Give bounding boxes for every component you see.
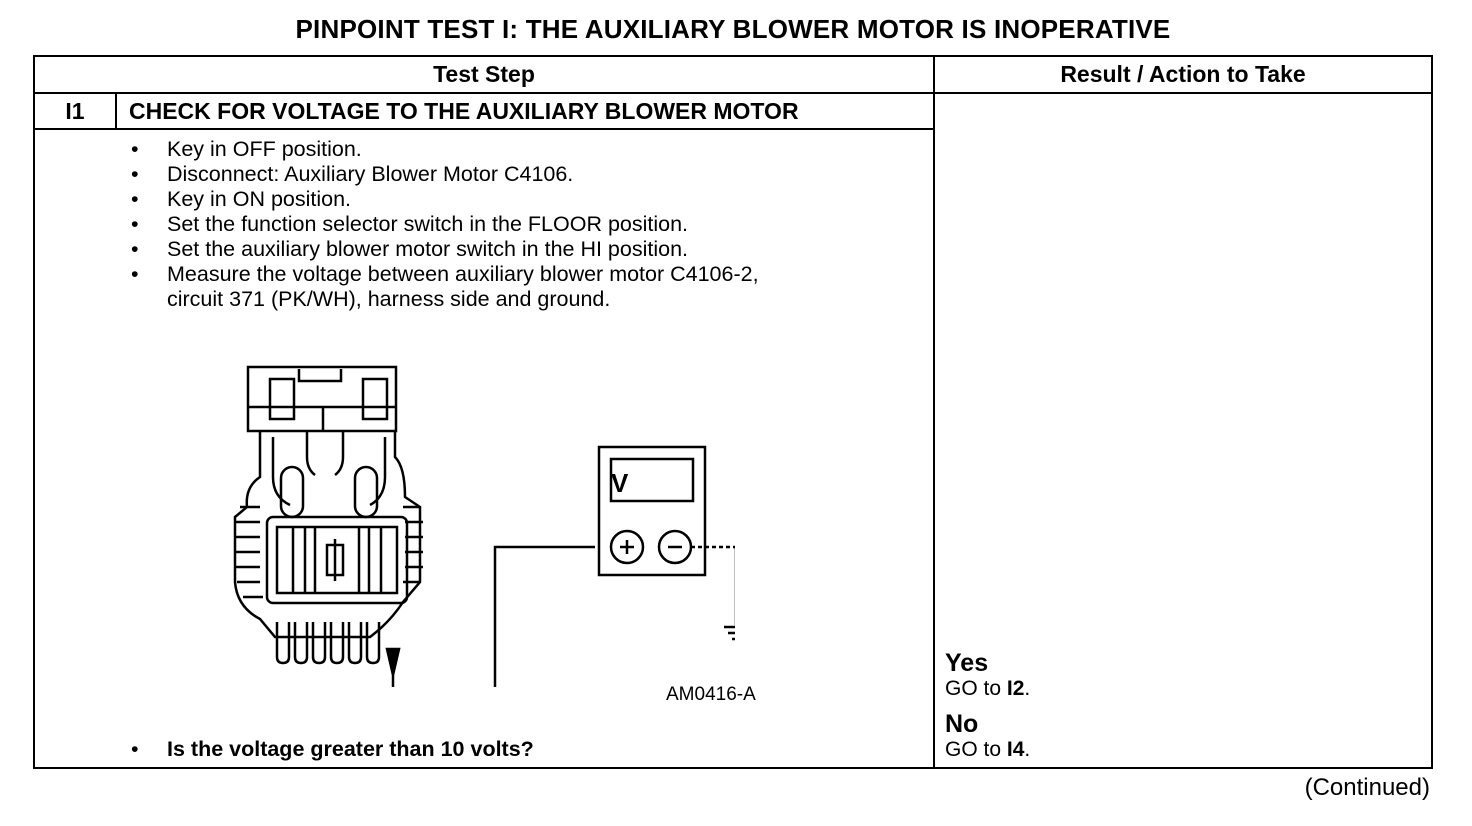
- instruction-item: •Key in ON position.: [131, 187, 352, 211]
- instruction-item: •Set the function selector switch in the…: [131, 212, 689, 236]
- bullet-icon: •: [131, 212, 139, 236]
- header-test-step: Test Step: [433, 61, 535, 87]
- result-yes: Yes GO to I2.: [945, 650, 1030, 701]
- instruction-item: •Set the auxiliary blower motor switch i…: [131, 237, 689, 261]
- bullet-icon: •: [131, 262, 139, 286]
- result-action: GO to I4.: [945, 738, 1031, 761]
- result-no: No GO to I4.: [945, 711, 1030, 762]
- result-answer: Yes: [945, 649, 989, 677]
- header-result: Result / Action to Take: [1060, 61, 1306, 87]
- column-divider: [933, 57, 935, 767]
- bullet-icon: •: [131, 737, 139, 761]
- positive-lead: [391, 545, 595, 687]
- bullet-icon: •: [131, 187, 139, 211]
- pinpoint-test-table: Test Step Result / Action to Take I1 CHE…: [33, 55, 1433, 769]
- result-target[interactable]: I4: [1006, 738, 1025, 761]
- step-id-divider: [115, 92, 117, 129]
- voltmeter-connector-diagram: [233, 365, 735, 687]
- instruction-item: •Key in OFF position.: [131, 137, 362, 161]
- result-action: GO to I2.: [945, 677, 1031, 700]
- meter-label: V: [611, 468, 629, 498]
- bullet-icon: •: [131, 162, 139, 186]
- figure-code: AM0416-A: [666, 684, 756, 705]
- continued-label: (Continued): [1304, 774, 1430, 801]
- header-divider: [35, 92, 1431, 94]
- page-title: PINPOINT TEST I: THE AUXILIARY BLOWER MO…: [295, 14, 1171, 44]
- instruction-item: •Measure the voltage between auxiliary b…: [131, 262, 759, 311]
- probe-icon: [385, 647, 401, 676]
- bullet-icon: •: [131, 237, 139, 261]
- ground-icon: [724, 625, 735, 641]
- connector-illustration: [233, 365, 423, 665]
- step-question: • Is the voltage greater than 10 volts?: [131, 737, 534, 761]
- instruction-list: •Key in OFF position. •Disconnect: Auxil…: [129, 137, 759, 312]
- result-answer: No: [945, 710, 979, 738]
- step-id: I1: [65, 98, 85, 124]
- step-title: CHECK FOR VOLTAGE TO THE AUXILIARY BLOWE…: [129, 98, 799, 124]
- instruction-item: •Disconnect: Auxiliary Blower Motor C410…: [131, 162, 574, 186]
- voltmeter: [597, 445, 707, 577]
- bullet-icon: •: [131, 137, 139, 161]
- result-target[interactable]: I2: [1006, 677, 1025, 700]
- step-row-divider: [35, 128, 933, 130]
